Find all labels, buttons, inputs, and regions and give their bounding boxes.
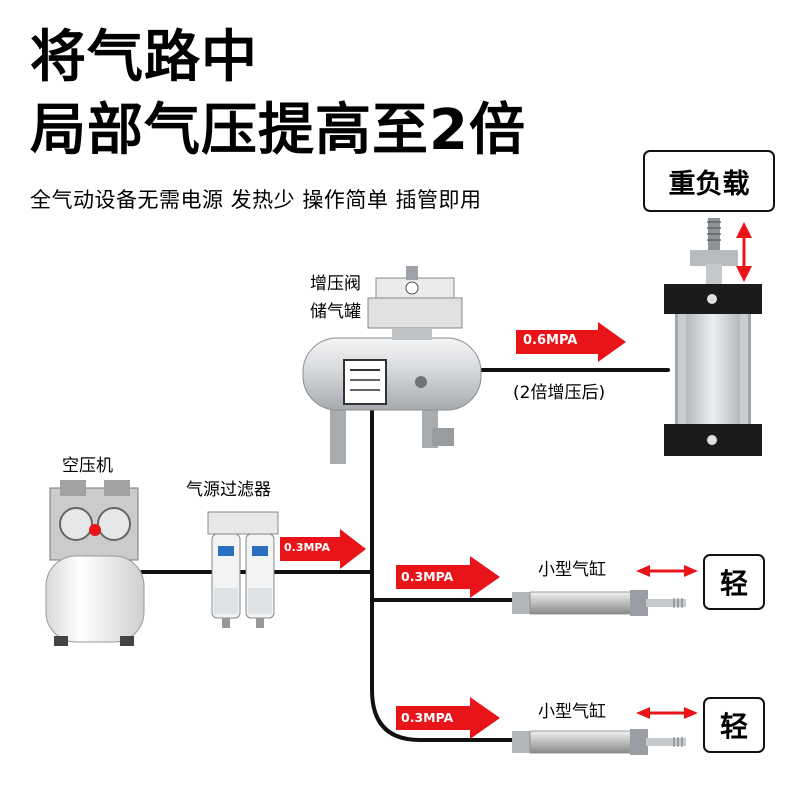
light-load-badge-bottom: 轻 — [703, 697, 765, 753]
heavy-cylinder-graphic — [664, 218, 762, 456]
heavy-load-badge: 重负载 — [643, 150, 775, 212]
pressure-boosted-label: 0.6MPA — [523, 333, 578, 348]
booster-label-line-2: 储气罐 — [310, 302, 361, 322]
pressure-arrows — [280, 322, 626, 739]
headline-line-2: 局部气压提高至2倍 — [30, 98, 526, 163]
headline-line-1: 将气路中 — [30, 25, 258, 90]
air-filter-graphic — [207, 511, 279, 628]
pressure-branch-top-label: 0.3MPA — [401, 569, 454, 584]
filter-label: 气源过滤器 — [186, 480, 271, 500]
booster-tank-graphic — [302, 266, 482, 464]
arrow-branch-top — [396, 556, 500, 598]
headline-subtitle: 全气动设备无需电源 发热少 操作简单 插管即用 — [30, 188, 482, 212]
arrow-branch-bottom — [396, 697, 500, 739]
air-compressor-graphic — [45, 480, 145, 646]
small-cylinder-top-label: 小型气缸 — [538, 560, 606, 580]
small-cylinder-top-graphic — [512, 590, 686, 616]
light-load-badge-top: 轻 — [703, 554, 765, 610]
arrow-boosted — [516, 322, 626, 362]
boost-note-label: (2倍增压后) — [513, 383, 606, 403]
small-cylinder-bottom-graphic — [512, 729, 686, 755]
compressor-label: 空压机 — [62, 456, 113, 476]
arrow-filter-out — [280, 529, 366, 569]
booster-label-line-1: 增压阀 — [310, 274, 361, 294]
small-cylinder-bottom-label: 小型气缸 — [538, 702, 606, 722]
pressure-filter-out-label: 0.3MPA — [284, 541, 330, 554]
pressure-branch-bottom-label: 0.3MPA — [401, 710, 454, 725]
stroke-arrows — [636, 222, 752, 719]
